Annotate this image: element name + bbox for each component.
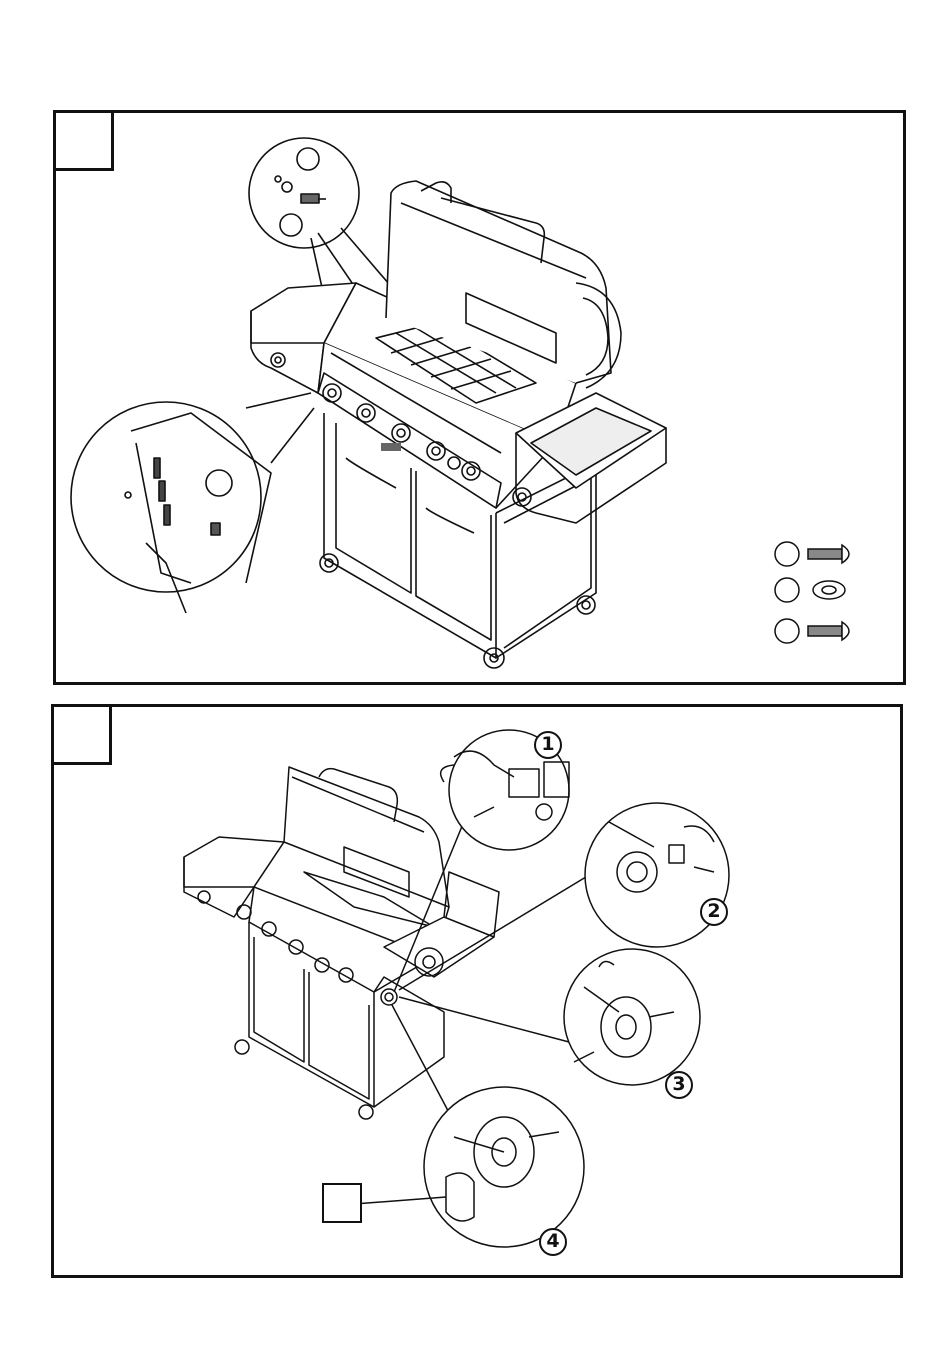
- grill-open-lid-illustration: [56, 113, 909, 688]
- callout-3: 3: [669, 1073, 689, 1095]
- step-panel-1: [53, 110, 906, 685]
- grill-knob-assembly-illustration: [54, 707, 906, 1281]
- parts-list: [775, 542, 849, 643]
- step-panel-2: 1 2 3 4: [51, 704, 903, 1278]
- callout-1: 1: [538, 733, 558, 755]
- callout-2: 2: [704, 900, 724, 922]
- callout-4: 4: [543, 1230, 563, 1252]
